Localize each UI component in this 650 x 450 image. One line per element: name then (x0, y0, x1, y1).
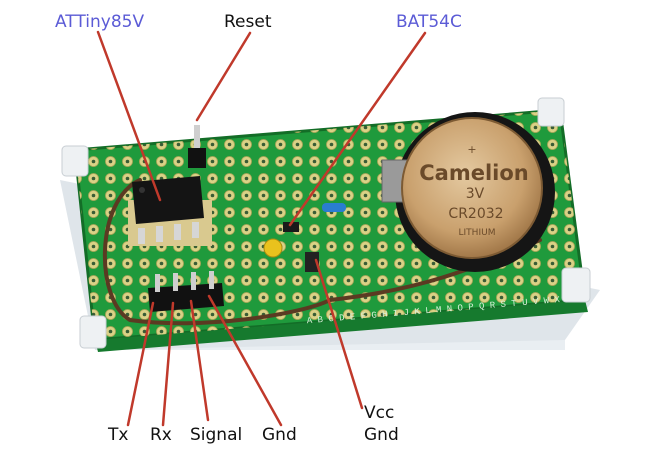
standoff-bottom-left (79, 315, 107, 349)
battery-model: CR2032 (448, 206, 503, 222)
label-reset: Reset (224, 12, 272, 32)
attiny-chip (128, 176, 212, 246)
battery-brand: Camelion (419, 161, 528, 185)
reset-pin (188, 125, 206, 168)
wire (103, 178, 542, 326)
pointer-signal (189, 299, 210, 422)
pointer-rx (161, 301, 175, 427)
yellow-capacitor (263, 238, 283, 258)
pointer-gnd (207, 294, 283, 427)
battery-chem: LITHIUM (459, 228, 496, 238)
battery-voltage: 3V (466, 186, 485, 202)
blue-component (322, 203, 346, 212)
standoff-top-right (537, 97, 565, 127)
label-attiny85v: ATTiny85V (55, 12, 145, 32)
pointer-attiny (96, 30, 162, 202)
pointer-tx (126, 301, 155, 427)
pointer-bat54c (288, 31, 427, 227)
standoff-top-left (61, 145, 89, 177)
label-tx: Tx (108, 425, 129, 445)
svg-text:+: + (467, 143, 476, 156)
label-gnd-2: Gnd (364, 425, 399, 445)
pointer-reset (195, 31, 252, 122)
label-signal: Signal (190, 425, 243, 445)
bat54c-diode (283, 222, 299, 232)
coin-cell: + Camelion 3V CR2032 LITHIUM (401, 117, 543, 259)
standoff-bottom-right (561, 267, 591, 303)
label-bat54c: BAT54C (396, 12, 462, 32)
label-vcc: Vcc (364, 403, 395, 423)
transistor (305, 252, 319, 272)
label-rx: Rx (150, 425, 172, 445)
label-gnd: Gnd (262, 425, 297, 445)
pin-header (148, 271, 224, 312)
pointer-vcc (314, 258, 364, 410)
pointer-lines (96, 30, 427, 427)
